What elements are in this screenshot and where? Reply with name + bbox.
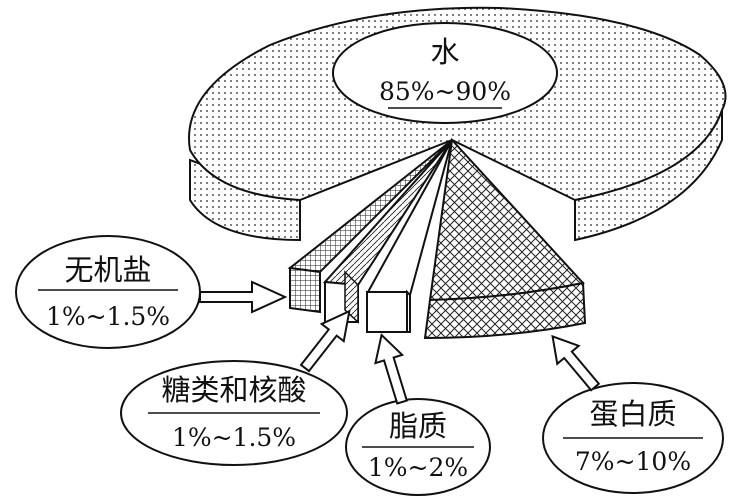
label-carbs-name: 糖类和核酸 (161, 373, 306, 407)
label-lipid-name: 脂质 (389, 409, 447, 443)
label-salt-value: 1%~1.5% (46, 302, 170, 331)
label-salt: 无机盐 1%~1.5% (15, 235, 201, 349)
label-lipid: 脂质 1%~2% (345, 398, 491, 496)
label-carbs-value: 1%~1.5% (172, 423, 296, 452)
label-lipid-value: 1%~2% (368, 453, 468, 482)
slice-salt-front (289, 266, 321, 314)
label-salt-name: 无机盐 (64, 253, 151, 287)
slice-lipid (366, 139, 453, 333)
label-protein-name: 蛋白质 (589, 397, 676, 431)
label-protein-value: 7%~10% (575, 447, 691, 476)
label-water-name: 水 (430, 35, 459, 69)
label-water-value: 85%~90% (379, 77, 511, 106)
slice-protein (423, 137, 587, 340)
label-protein: 蛋白质 7%~10% (542, 382, 724, 494)
slice-protein-front (423, 281, 587, 340)
slice-water-side (189, 158, 301, 242)
arrow-protein (551, 334, 601, 392)
label-water: 水 85%~90% (332, 22, 558, 124)
slice-salt (287, 139, 453, 314)
slice-lipid-side (406, 289, 411, 333)
label-carbs: 糖类和核酸 1%~1.5% (120, 360, 348, 466)
arrows (199, 280, 601, 405)
arrow-lipid (374, 333, 409, 405)
slice-lipid-front (366, 291, 408, 333)
arrow-salt (199, 280, 288, 314)
label-water-ellipse (332, 22, 558, 124)
slice-carbs (322, 139, 453, 324)
arrow-carbs (299, 309, 351, 373)
slice-carbs-side (344, 270, 359, 324)
